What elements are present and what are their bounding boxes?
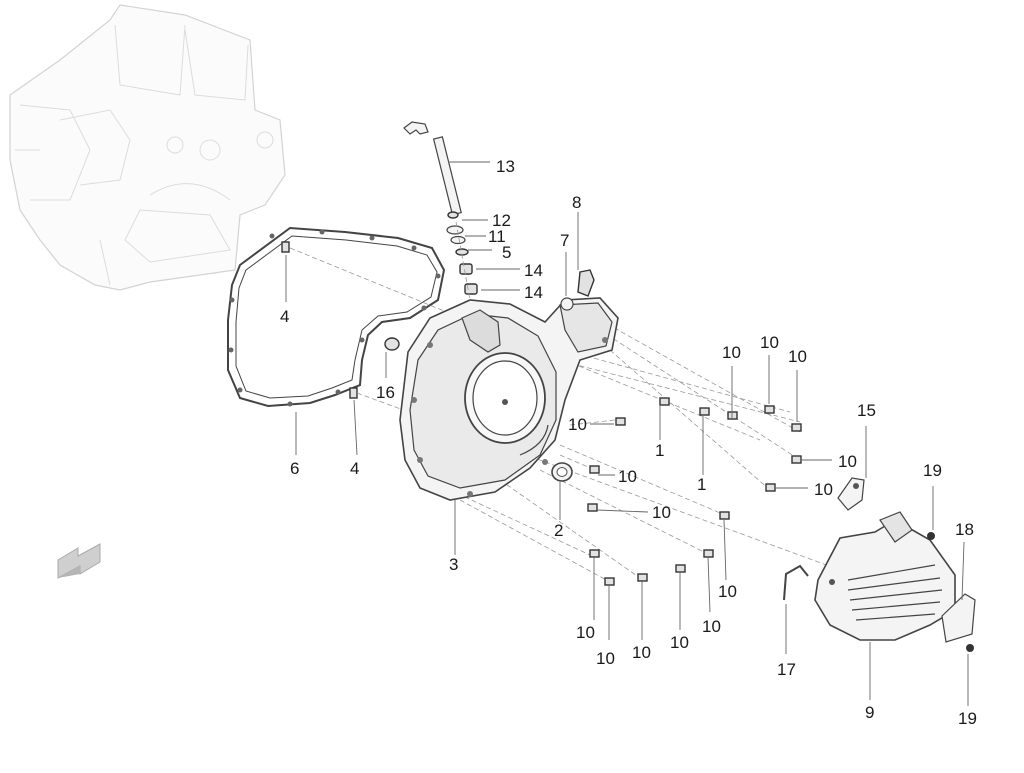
callout-10-top-a: 10: [722, 343, 741, 362]
engine-block-reference: [9, 4, 286, 291]
callout-4-lower: 4: [350, 459, 359, 478]
bracket-15: [837, 477, 865, 511]
callout-2: 2: [554, 521, 563, 540]
callout-17: 17: [777, 660, 796, 679]
callout-18: 18: [955, 520, 974, 539]
plug-16: [384, 337, 400, 351]
callout-10-low-b: 10: [702, 617, 721, 636]
callout-10-right-a: 10: [838, 452, 857, 471]
cover-gasket: [227, 226, 446, 408]
callout-12: 12: [492, 211, 511, 230]
callout-15: 15: [857, 401, 876, 420]
callout-13: 13: [496, 157, 515, 176]
orientation-arrow-icon: [57, 543, 101, 579]
protective-guard-9: [814, 511, 956, 641]
callout-10-low-d: 10: [632, 643, 651, 662]
callout-8: 8: [572, 193, 581, 212]
dowel-pins: [281, 241, 358, 399]
callout-14-lower: 14: [524, 283, 543, 302]
dipstick-small-parts: [446, 221, 478, 301]
callout-10-low-a: 10: [718, 582, 737, 601]
bolts: [587, 397, 802, 586]
rivets-19: [927, 532, 974, 652]
callout-7: 7: [560, 231, 569, 250]
callout-19-upper: 19: [923, 461, 942, 480]
callout-14-upper: 14: [524, 261, 543, 280]
callout-4-upper: 4: [280, 307, 289, 326]
callout-1-right: 1: [697, 475, 706, 494]
o-ring-7: [560, 297, 574, 311]
callout-11: 11: [488, 227, 506, 246]
callout-10-top-b: 10: [760, 333, 779, 352]
oil-seal-2: [551, 462, 573, 482]
callout-9: 9: [865, 703, 874, 722]
callout-10-right-b: 10: [814, 480, 833, 499]
callout-10-mid-a: 10: [568, 415, 587, 434]
callout-10-mid-c: 10: [652, 503, 671, 522]
badge-plate-18: [941, 593, 976, 643]
callout-10-top-c: 10: [788, 347, 807, 366]
leader-lines: [285, 161, 969, 706]
callout-10-low-f: 10: [576, 623, 595, 642]
inspection-plug-8: [577, 269, 595, 297]
callout-19-lower: 19: [958, 709, 977, 728]
callout-labels: 13 12 11 5 14 14 8 7 4 16 4 6 3 2 1 1 10…: [280, 157, 977, 728]
oil-dipstick: [403, 121, 462, 219]
callout-5: 5: [502, 243, 511, 262]
callout-3: 3: [449, 555, 458, 574]
clutch-cover: [399, 297, 619, 501]
callout-10-mid-b: 10: [618, 467, 637, 486]
callout-6: 6: [290, 459, 299, 478]
callout-10-low-e: 10: [596, 649, 615, 668]
clip-17: [783, 564, 809, 601]
callout-16: 16: [376, 383, 395, 402]
callout-10-low-c: 10: [670, 633, 689, 652]
callout-1-left: 1: [655, 441, 664, 460]
